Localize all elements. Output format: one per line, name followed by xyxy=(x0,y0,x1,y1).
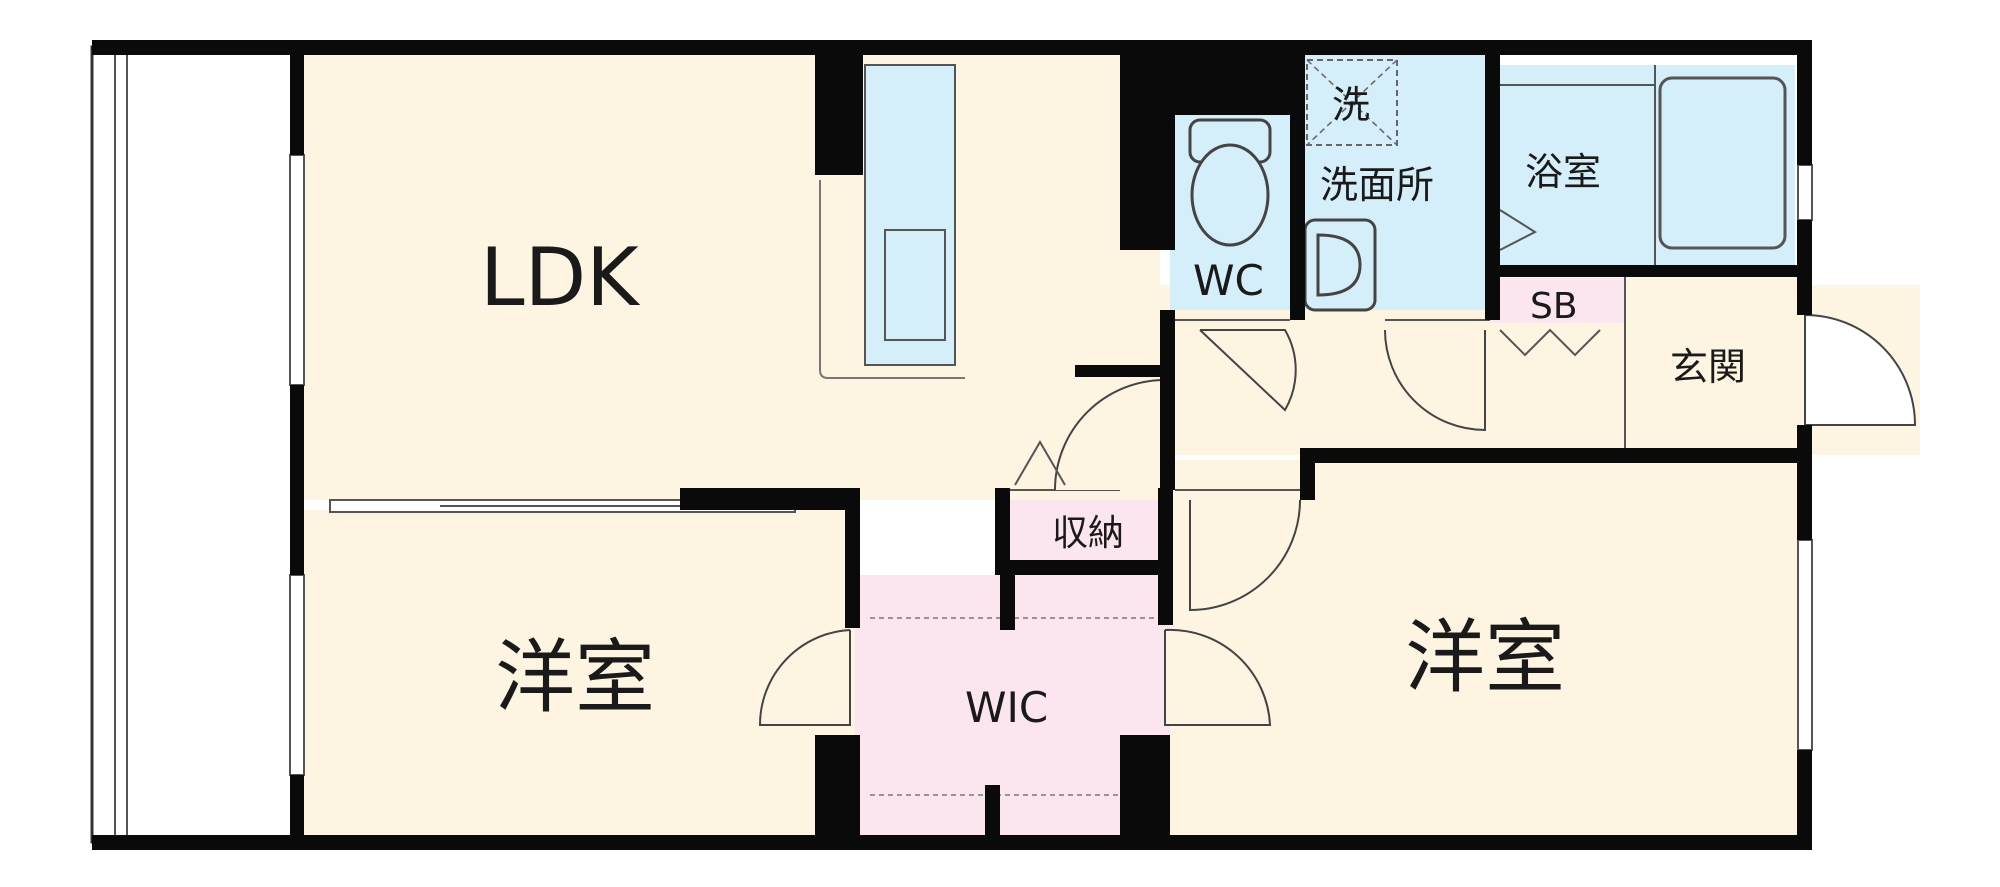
room-label-wic: WIC xyxy=(965,683,1048,732)
bathroom-door-icon xyxy=(1499,209,1538,251)
washer-label: 洗 xyxy=(1332,83,1370,127)
room-label-shoe-box: SB xyxy=(1530,286,1578,327)
window xyxy=(1797,539,1813,751)
room-label-bathroom: 浴室 xyxy=(1525,150,1601,194)
washbasin-bowl xyxy=(1316,233,1362,297)
window xyxy=(289,154,305,386)
kitchen-sink xyxy=(884,229,946,341)
bathtub xyxy=(1658,76,1787,250)
door-swing xyxy=(1054,378,1166,491)
ldk-area xyxy=(300,55,1160,500)
room-label-storage: 収納 xyxy=(1052,513,1124,554)
entrance-area xyxy=(1625,275,1805,450)
door-swing xyxy=(1384,329,1486,432)
walls xyxy=(92,40,1812,850)
room-label-washroom: 洗面所 xyxy=(1320,163,1434,207)
door-swing xyxy=(1164,628,1272,726)
room-label-western-left: 洋室 xyxy=(495,631,655,724)
storage-area xyxy=(1010,500,1165,560)
door-swing xyxy=(1189,499,1301,612)
kitchen-outline xyxy=(819,180,965,379)
western-room-right-area xyxy=(1170,460,1805,840)
door-swing xyxy=(1199,329,1297,412)
room-label-entrance: 玄関 xyxy=(1670,345,1746,389)
shoe-box-area xyxy=(1490,278,1625,323)
washbasin xyxy=(1303,218,1377,312)
window xyxy=(1797,164,1813,221)
door-swing xyxy=(758,629,851,726)
room-label-wc: WC xyxy=(1193,256,1264,305)
room-label-western-right: 洋室 xyxy=(1405,611,1565,704)
toilet-bowl xyxy=(1190,143,1270,247)
window xyxy=(289,574,305,776)
western-room-left-area xyxy=(300,510,855,840)
shoe-box-door-icon xyxy=(1499,328,1601,357)
room-label-ldk: LDK xyxy=(480,231,641,324)
door-swing xyxy=(1804,314,1917,426)
washer-cross xyxy=(1306,59,1398,146)
storage-door-icon xyxy=(1014,440,1066,486)
balcony xyxy=(90,45,294,844)
